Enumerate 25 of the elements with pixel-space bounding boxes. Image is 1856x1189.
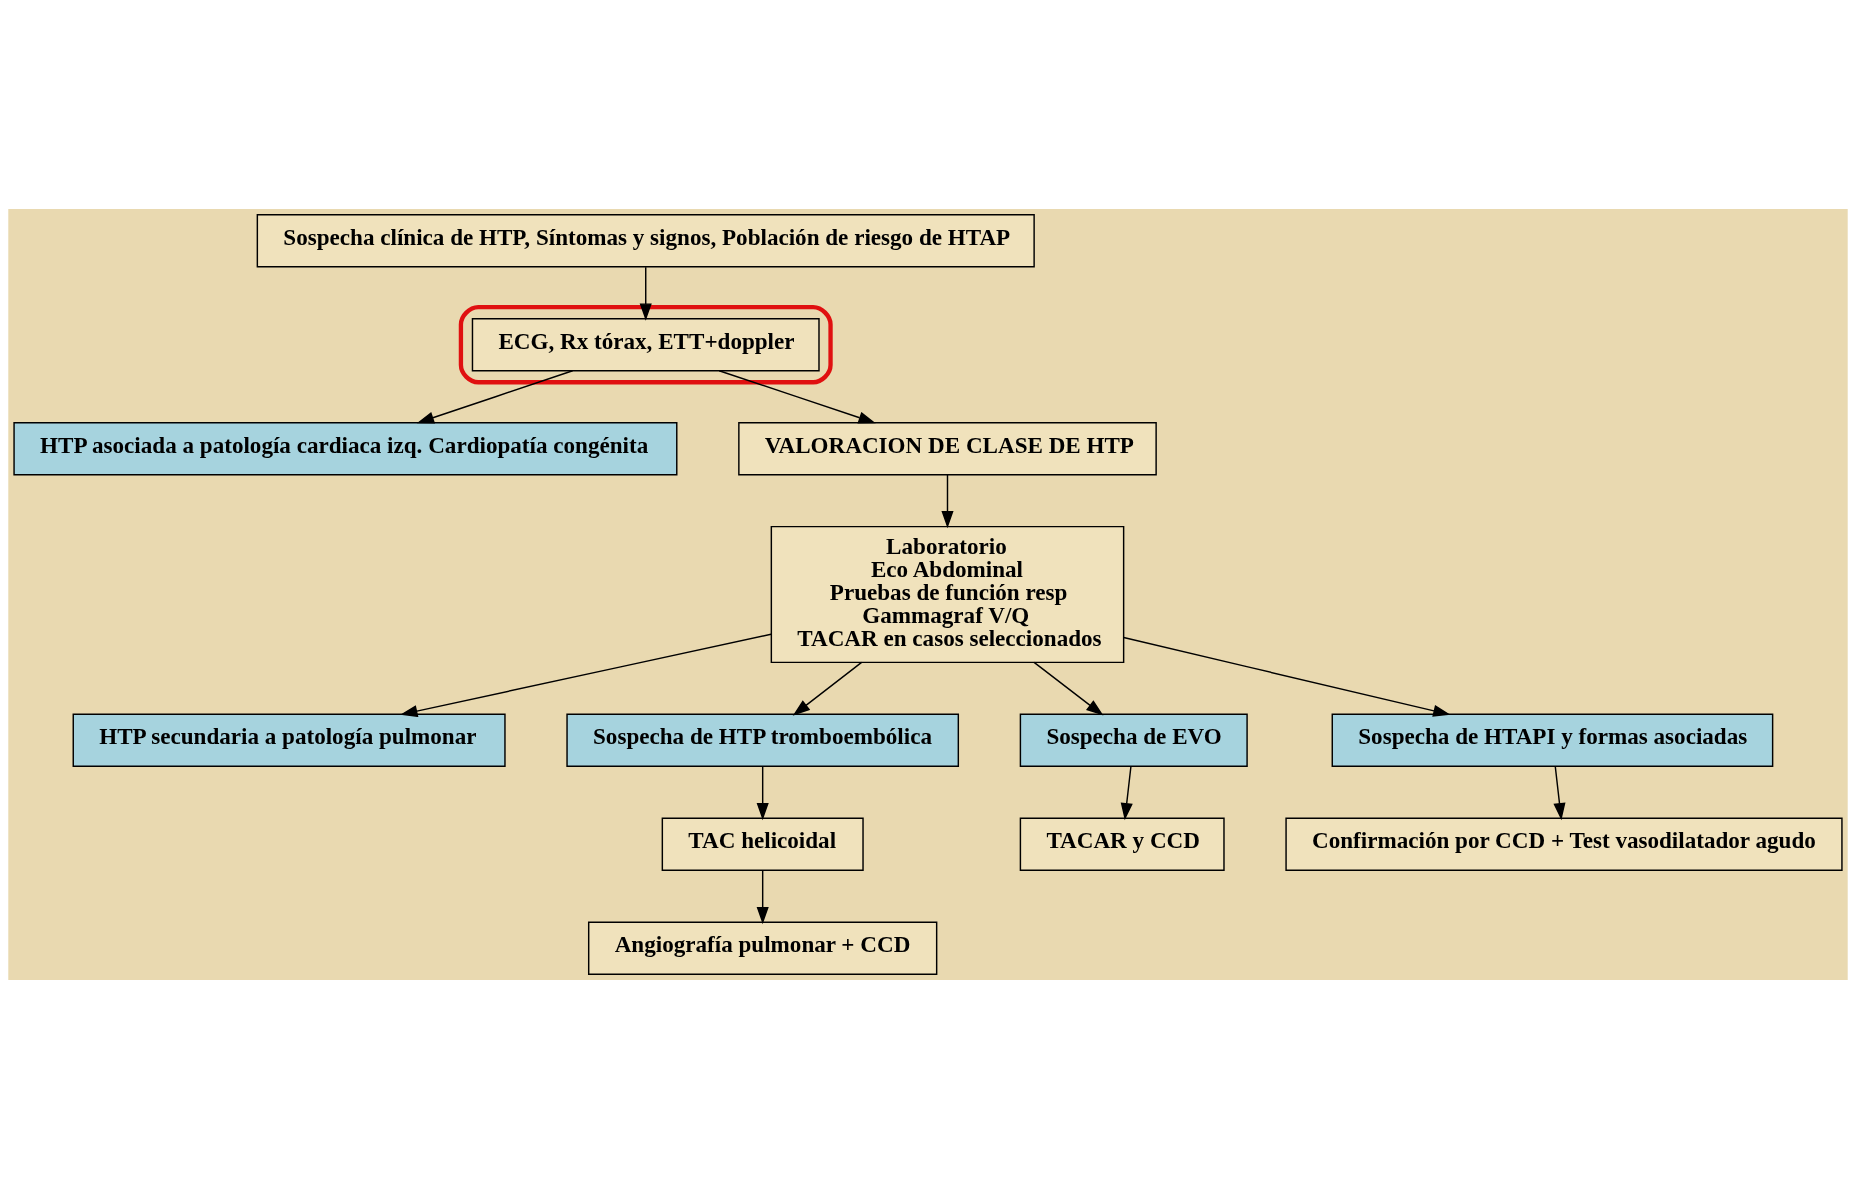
node-box: Sospecha de HTAPI y formas asociadas — [1331, 713, 1774, 768]
arrow — [400, 633, 772, 718]
arrow — [718, 370, 876, 424]
arrow — [639, 266, 652, 321]
arrow — [1123, 636, 1451, 717]
arrow — [416, 370, 574, 424]
arrow — [756, 870, 769, 925]
node-box: Sospecha de EVO — [1019, 713, 1248, 768]
node-box: Sospecha clínica de HTP, Síntomas y signos, Población de riesgo de HTAP — [256, 214, 1035, 268]
arrow — [1033, 661, 1104, 716]
node-box: HTP secundaria a patología pulmonar — [72, 713, 506, 768]
arrow — [1120, 766, 1133, 821]
node-box: HTP asociada a patología cardiaca izq. Cardiopatía congénita — [13, 421, 678, 476]
arrow — [1553, 766, 1566, 821]
node-box: ECG, Rx tórax, ETT+doppler — [471, 318, 820, 372]
arrow — [941, 474, 954, 529]
node-box: VALORACION DE CLASE DE HTP — [738, 421, 1157, 476]
node-box: Sospecha de HTP tromboembólica — [566, 713, 960, 768]
node-box: TACAR y CCD — [1019, 817, 1225, 871]
node-box: TAC helicoidal — [661, 817, 864, 871]
node-box: Angiografía pulmonar + CCD — [588, 921, 938, 975]
arrow — [792, 661, 863, 716]
arrow — [756, 766, 769, 821]
node-box: Laboratorio Eco Abdominal Pruebas de función resp Gammagraf V/Q TACAR en casos seleccionados — [770, 525, 1125, 664]
node-box: Confirmación por CCD + Test vasodilatador agudo — [1285, 817, 1843, 871]
